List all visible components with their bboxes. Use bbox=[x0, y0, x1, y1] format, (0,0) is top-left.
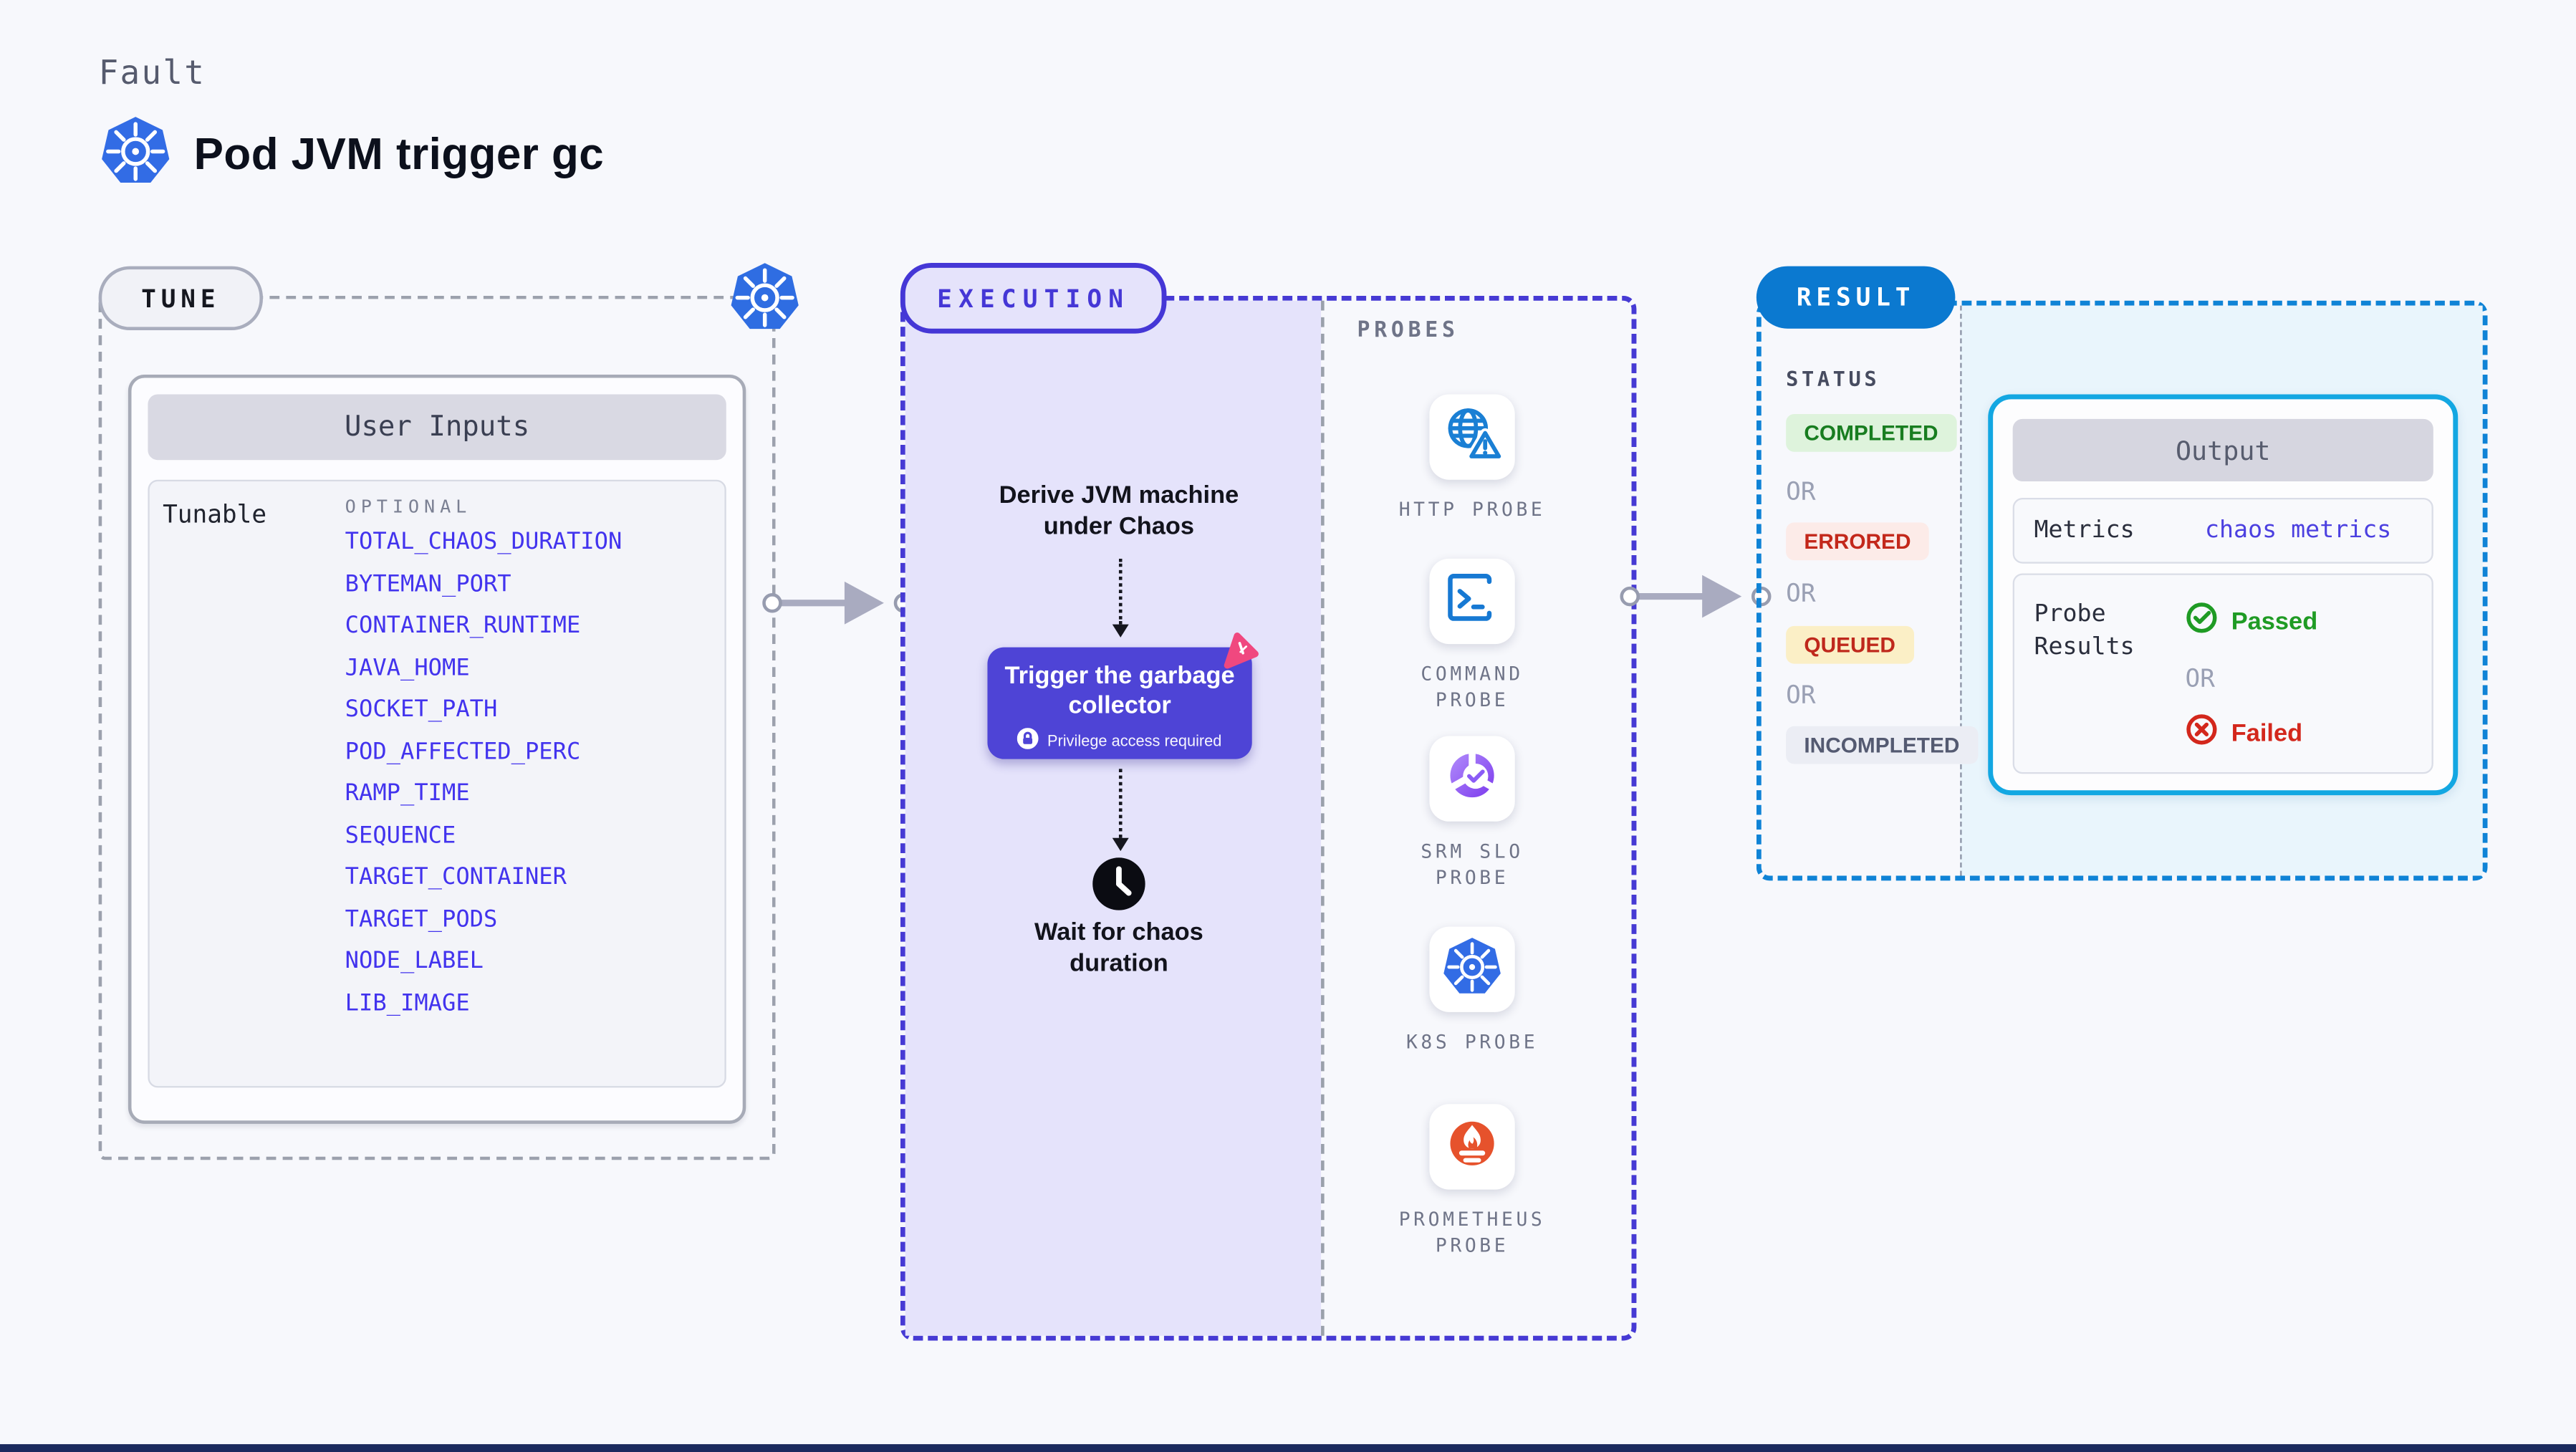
flow-arrow-tune-to-execution bbox=[759, 581, 914, 625]
terminal-icon bbox=[1439, 564, 1505, 638]
status-badge-errored: ERRORED bbox=[1786, 522, 1929, 561]
or-separator: OR bbox=[1786, 680, 1816, 710]
passed-label: Passed bbox=[2231, 607, 2318, 635]
probe-results-row: Probe Results Passed OR F bbox=[2012, 573, 2433, 774]
fault-kicker: Fault bbox=[98, 52, 206, 92]
check-circle-icon bbox=[2185, 601, 2218, 640]
tunable-item[interactable]: TARGET_PODS bbox=[345, 905, 498, 933]
clock-icon bbox=[1091, 856, 1147, 920]
wait-chaos-step-label: Wait for chaos duration bbox=[1034, 918, 1203, 978]
lock-icon bbox=[1017, 728, 1039, 754]
tunable-item[interactable]: CONTAINER_RUNTIME bbox=[345, 612, 581, 640]
metrics-value[interactable]: chaos metrics bbox=[2205, 517, 2392, 544]
status-badge-completed: COMPLETED bbox=[1786, 413, 1956, 452]
result-badge: RESULT bbox=[1756, 266, 1956, 329]
tunable-item[interactable]: NODE_LABEL bbox=[345, 948, 484, 975]
trigger-gc-label: Trigger the garbage collector bbox=[1004, 662, 1235, 720]
probe-card bbox=[1429, 558, 1515, 645]
probes-divider bbox=[1321, 300, 1325, 1336]
status-badge-queued: QUEUED bbox=[1786, 625, 1914, 664]
failed-label: Failed bbox=[2231, 718, 2303, 747]
tunable-item[interactable]: TARGET_CONTAINER bbox=[345, 864, 567, 891]
execution-section-box bbox=[900, 295, 1637, 1341]
probe-item-prometheus: PROMETHEUS PROBE bbox=[1349, 1104, 1595, 1259]
probe-name: K8S PROBE bbox=[1405, 1030, 1539, 1054]
probe-item-srm-slo: SRM SLO PROBE bbox=[1349, 736, 1595, 891]
x-circle-icon bbox=[2185, 713, 2218, 752]
flow-arrow-execution-to-result bbox=[1617, 574, 1772, 618]
probe-name: HTTP PROBE bbox=[1398, 497, 1546, 521]
output-card: Output Metrics chaos metrics Probe Resul… bbox=[1988, 394, 2459, 796]
probe-name: PROMETHEUS PROBE bbox=[1398, 1207, 1546, 1257]
bottom-edge-strip bbox=[0, 1444, 2576, 1452]
privilege-note: Privilege access required bbox=[1047, 731, 1222, 751]
output-header: Output bbox=[2012, 418, 2433, 482]
dotted-arrowhead-icon bbox=[1112, 837, 1129, 852]
kubernetes-icon bbox=[1441, 934, 1503, 1005]
tunable-row-label: Tunable bbox=[163, 499, 267, 529]
tunable-item[interactable]: TOTAL_CHAOS_DURATION bbox=[345, 529, 623, 556]
metrics-row: Metrics chaos metrics bbox=[2012, 497, 2433, 564]
probe-card bbox=[1429, 1104, 1515, 1190]
probe-name: SRM SLO PROBE bbox=[1421, 840, 1524, 889]
tune-badge: TUNE bbox=[98, 266, 263, 331]
kubernetes-icon bbox=[99, 113, 173, 196]
tunable-item[interactable]: POD_AFFECTED_PERC bbox=[345, 738, 581, 765]
probe-card bbox=[1429, 926, 1515, 1012]
status-column-label: STATUS bbox=[1786, 366, 1880, 391]
slo-donut-check-icon bbox=[1439, 742, 1505, 816]
trigger-gc-button[interactable]: Trigger the garbage collector Privilege … bbox=[987, 647, 1252, 759]
status-badge-incompleted: INCOMPLETED bbox=[1786, 726, 1978, 764]
execution-badge: EXECUTION bbox=[900, 262, 1167, 334]
cursor-pointer-icon bbox=[1219, 631, 1262, 682]
tunable-list: TOTAL_CHAOS_DURATION BYTEMAN_PORT CONTAI… bbox=[345, 531, 623, 1014]
title-row: Pod JVM trigger gc bbox=[99, 113, 605, 196]
user-inputs-header: User Inputs bbox=[148, 394, 726, 461]
tunable-item[interactable]: BYTEMAN_PORT bbox=[345, 571, 511, 597]
optional-column-label: OPTIONAL bbox=[345, 496, 472, 518]
probe-item-k8s: K8S PROBE bbox=[1349, 926, 1595, 1055]
probes-column-label: PROBES bbox=[1357, 318, 1459, 344]
tunable-item[interactable]: RAMP_TIME bbox=[345, 780, 470, 807]
probe-card bbox=[1429, 736, 1515, 822]
probe-item-command: COMMAND PROBE bbox=[1349, 558, 1595, 713]
dotted-connector bbox=[1118, 558, 1123, 625]
kubernetes-icon bbox=[728, 259, 802, 342]
or-separator: OR bbox=[2185, 663, 2215, 693]
probe-name: COMMAND PROBE bbox=[1421, 662, 1524, 712]
globe-alert-icon bbox=[1439, 400, 1505, 473]
or-separator: OR bbox=[1786, 476, 1816, 506]
dotted-arrowhead-icon bbox=[1112, 624, 1129, 638]
probe-results-label: Probe Results bbox=[2034, 601, 2135, 661]
user-inputs-body: Tunable OPTIONAL TOTAL_CHAOS_DURATION BY… bbox=[148, 479, 726, 1088]
tunable-item[interactable]: SEQUENCE bbox=[345, 822, 456, 849]
prometheus-icon bbox=[1439, 1110, 1505, 1183]
execution-lane bbox=[905, 300, 1322, 1336]
probe-card bbox=[1429, 394, 1515, 480]
tunable-item[interactable]: JAVA_HOME bbox=[345, 654, 470, 681]
derive-jvm-step-label: Derive JVM machine under Chaos bbox=[999, 481, 1239, 541]
tunable-item[interactable]: LIB_IMAGE bbox=[345, 989, 470, 1016]
or-separator: OR bbox=[1786, 578, 1816, 608]
tune-section-box bbox=[98, 295, 776, 1160]
user-inputs-card: User Inputs Tunable OPTIONAL TOTAL_CHAOS… bbox=[128, 374, 746, 1124]
metrics-label: Metrics bbox=[2034, 517, 2135, 544]
tunable-item[interactable]: SOCKET_PATH bbox=[345, 696, 498, 723]
dotted-connector bbox=[1118, 769, 1123, 838]
page-title: Pod JVM trigger gc bbox=[193, 129, 605, 178]
probe-item-http: HTTP PROBE bbox=[1349, 394, 1595, 522]
